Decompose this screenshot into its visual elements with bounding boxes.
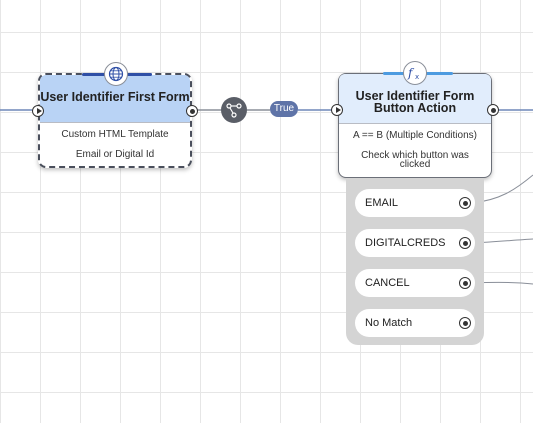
node-subtitle: Custom HTML Template <box>61 129 169 140</box>
branch-output-port[interactable] <box>459 237 471 249</box>
node-title: User Identifier First Form <box>40 75 190 123</box>
branch-cancel[interactable]: CANCEL <box>355 269 475 297</box>
node-subtitle: A == B (Multiple Conditions) <box>353 130 477 141</box>
connector-icon[interactable] <box>221 97 247 123</box>
branch-label: EMAIL <box>365 197 399 209</box>
node-description: Check which button was clicked <box>361 150 469 170</box>
branch-outputs-panel: EMAIL DIGITALCREDS CANCEL No Match <box>346 178 484 345</box>
branch-digitalcreds[interactable]: DIGITALCREDS <box>355 229 475 257</box>
svg-text:f: f <box>407 66 415 80</box>
function-icon: f x <box>403 61 427 85</box>
branch-label: DIGITALCREDS <box>365 237 446 249</box>
input-port[interactable] <box>331 104 343 116</box>
branch-email[interactable]: EMAIL <box>355 189 475 217</box>
branch-label: CANCEL <box>365 277 410 289</box>
branch-output-port[interactable] <box>459 317 471 329</box>
true-label-pill[interactable]: True <box>270 101 298 117</box>
branch-no-match[interactable]: No Match <box>355 309 475 337</box>
node-user-identifier-first-form[interactable]: User Identifier First Form Custom HTML T… <box>32 62 198 168</box>
node-description: Email or Digital Id <box>75 149 155 160</box>
branch-output-port[interactable] <box>459 277 471 289</box>
globe-icon <box>104 62 128 86</box>
output-port[interactable] <box>487 104 499 116</box>
output-port[interactable] <box>186 105 198 117</box>
input-port[interactable] <box>32 105 44 117</box>
branch-output-port[interactable] <box>459 197 471 209</box>
node-user-identifier-form-button-action[interactable]: f x User Identifier Form Button Action A… <box>331 61 499 178</box>
svg-text:x: x <box>415 73 419 81</box>
branch-label: No Match <box>365 317 413 329</box>
